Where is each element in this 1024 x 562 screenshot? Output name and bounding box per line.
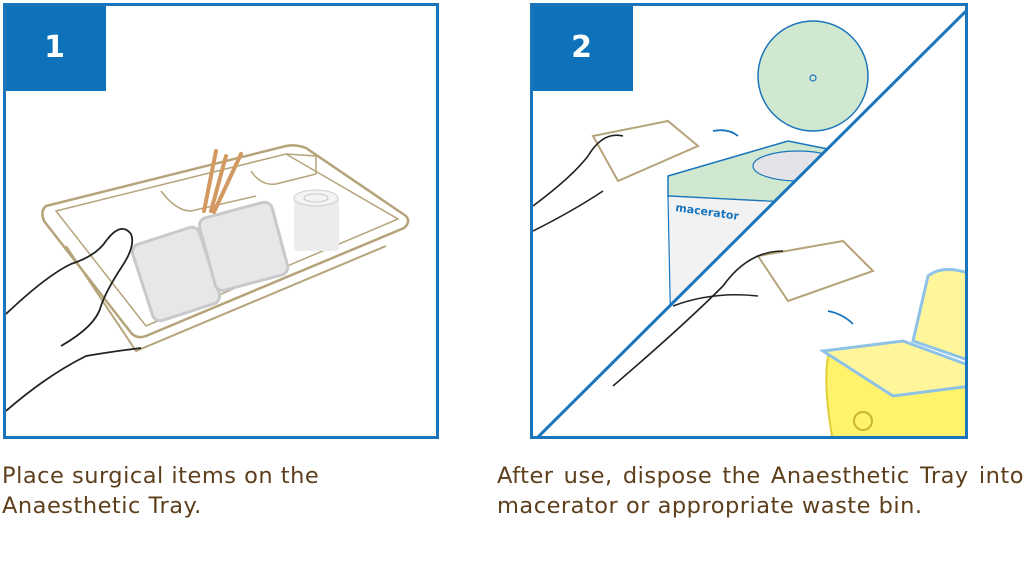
step-2-caption: After use, dispose the Anaesthetic Tray … [497,463,1024,519]
tray-with-items-illustration [6,144,410,412]
step-1-number-badge: 1 [6,6,106,91]
step-2-panel: 2 macerator [530,3,968,439]
step-1-caption: Place surgical items on the Anaesthetic … [2,463,320,519]
step-1-panel: 1 [3,3,439,439]
biohazard-icon [853,411,873,431]
disposal-illustration: macerator [533,9,965,436]
step-2-number-badge: 2 [533,6,633,91]
